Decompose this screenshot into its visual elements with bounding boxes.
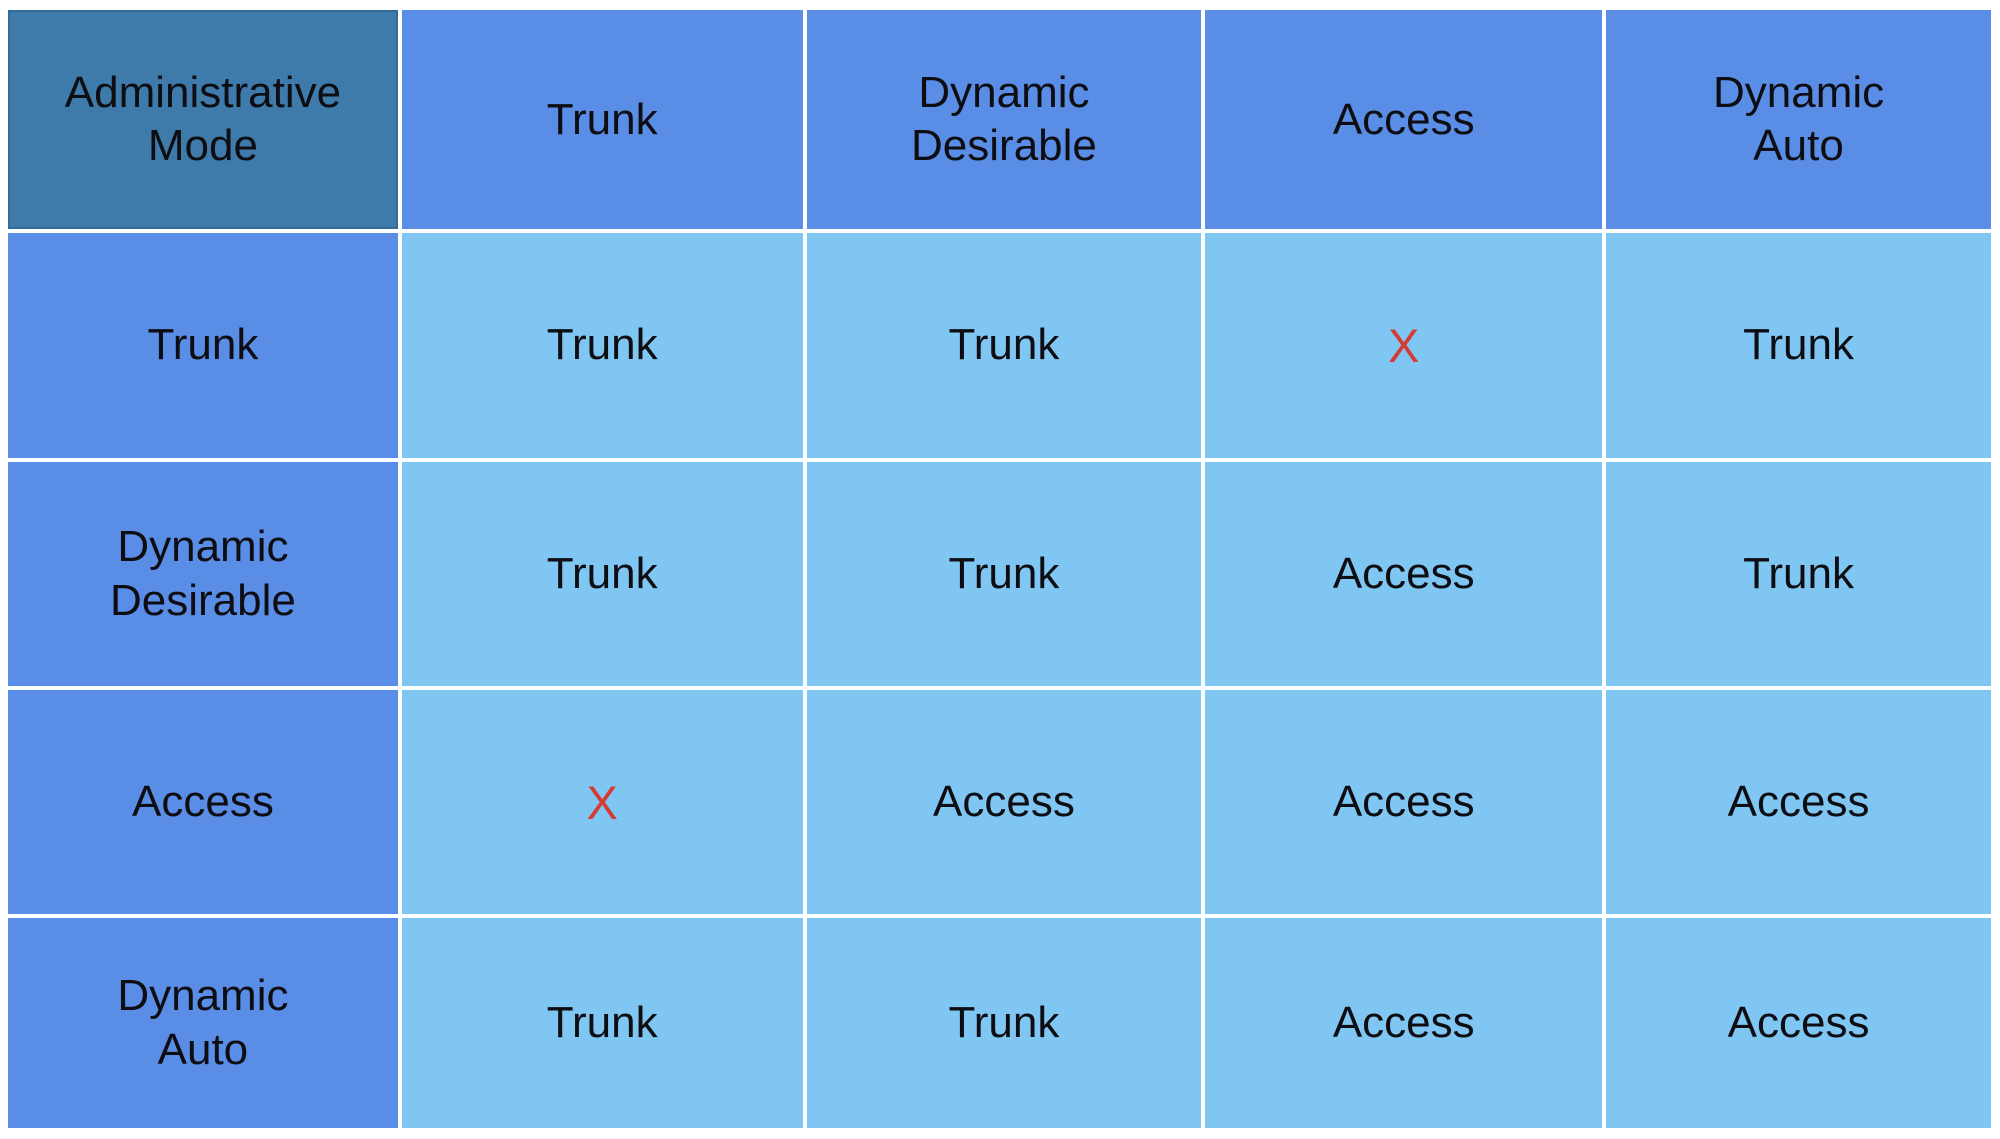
matrix-cell: Access bbox=[806, 690, 1202, 915]
column-header: Access bbox=[1205, 10, 1603, 229]
column-header: Dynamic Auto bbox=[1606, 10, 1991, 229]
negotiation-matrix-table: Administrative Mode Trunk Dynamic Desira… bbox=[8, 10, 1991, 1128]
matrix-cell: Access bbox=[1606, 690, 1991, 915]
matrix-cell: Access bbox=[1205, 690, 1603, 915]
row-header: Dynamic Desirable bbox=[8, 461, 398, 687]
matrix-cell: X bbox=[1205, 232, 1603, 458]
matrix-cell: Access bbox=[1606, 918, 1991, 1128]
matrix-cell: X bbox=[401, 690, 803, 915]
matrix-cell: Trunk bbox=[401, 461, 803, 687]
matrix-cell: Trunk bbox=[401, 232, 803, 458]
matrix-cell: Trunk bbox=[1606, 461, 1991, 687]
matrix-cell: Trunk bbox=[806, 461, 1202, 687]
matrix-cell: Trunk bbox=[401, 918, 803, 1128]
matrix-cell: Access bbox=[1205, 918, 1603, 1128]
corner-header-cell: Administrative Mode bbox=[8, 10, 398, 229]
matrix-cell: Trunk bbox=[806, 918, 1202, 1128]
row-header: Access bbox=[8, 690, 398, 915]
matrix-cell: Trunk bbox=[1606, 232, 1991, 458]
column-header: Trunk bbox=[401, 10, 803, 229]
matrix-cell: Trunk bbox=[806, 232, 1202, 458]
matrix-cell: Access bbox=[1205, 461, 1603, 687]
row-header: Trunk bbox=[8, 232, 398, 458]
column-header: Dynamic Desirable bbox=[806, 10, 1202, 229]
row-header: Dynamic Auto bbox=[8, 918, 398, 1128]
